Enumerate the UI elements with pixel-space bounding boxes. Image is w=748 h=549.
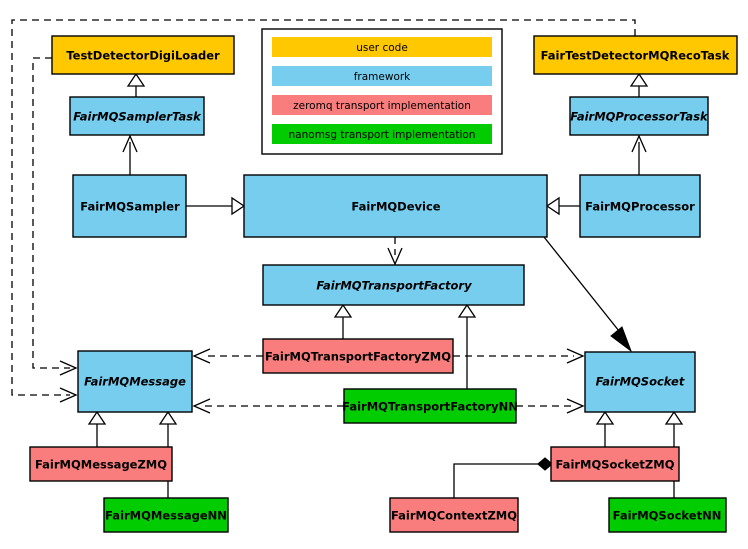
edge-messagezmq-to-message bbox=[87, 410, 107, 447]
edge-samplertask-to-digiloader bbox=[126, 72, 146, 97]
edge-sampler-to-samplertask bbox=[122, 134, 138, 175]
class-node-fairmqdevice[interactable]: FairMQDevice bbox=[243, 174, 548, 238]
legend-label-user-code: user code bbox=[356, 42, 408, 54]
class-label-fairmqsocketnn: FairMQSocketNN bbox=[613, 509, 722, 523]
class-node-fairmqsocketzmq[interactable]: FairMQSocketZMQ bbox=[550, 446, 680, 482]
class-node-fairmqprocessortask[interactable]: FairMQProcessorTask bbox=[569, 96, 709, 136]
edge-sampler-to-device bbox=[186, 196, 246, 216]
legend-label-zeromq: zeromq transport implementation bbox=[293, 100, 471, 112]
class-label-fairmqtransportfactory: FairMQTransportFactory bbox=[316, 279, 472, 293]
class-node-testdetectordigiloader[interactable]: TestDetectorDigiLoader bbox=[51, 35, 235, 75]
edge-socketzmq-to-socket bbox=[595, 410, 615, 447]
class-node-fairmqprocessor[interactable]: FairMQProcessor bbox=[579, 174, 701, 238]
class-node-fairtestdetectormqrecotask[interactable]: FairTestDetectorMQRecoTask bbox=[533, 35, 738, 75]
edge-digiloader-to-message bbox=[32, 57, 78, 376]
legend-item-framework: framework bbox=[272, 66, 492, 86]
legend: user code framework zeromq transport imp… bbox=[261, 28, 503, 155]
class-node-fairmqmessage[interactable]: FairMQMessage bbox=[77, 350, 193, 413]
legend-swatch-zeromq bbox=[272, 95, 492, 115]
edge-factorynn-to-message bbox=[192, 398, 344, 414]
class-label-fairmqsocket: FairMQSocket bbox=[596, 375, 685, 389]
class-label-fairmqsocketzmq: FairMQSocketZMQ bbox=[556, 458, 675, 472]
class-label-fairmqtransportfactorynn: FairMQTransportFactoryNN bbox=[342, 400, 518, 414]
class-label-fairmqtransportfactoryzmq: FairMQTransportFactoryZMQ bbox=[265, 350, 451, 364]
class-label-fairmqsamplertask: FairMQSamplerTask bbox=[73, 110, 202, 124]
class-label-fairmqmessagezmq: FairMQMessageZMQ bbox=[35, 458, 167, 472]
legend-item-zeromq: zeromq transport implementation bbox=[272, 95, 492, 115]
class-node-fairmqsampler[interactable]: FairMQSampler bbox=[72, 174, 187, 238]
edge-contextzmq-to-socketzmq bbox=[453, 457, 553, 498]
edge-factoryzmq-to-message bbox=[192, 348, 263, 364]
edge-layer bbox=[11, 19, 684, 498]
class-label-fairmqcontextzmq: FairMQContextZMQ bbox=[391, 509, 517, 523]
edge-device-to-transportfactory bbox=[387, 237, 403, 266]
legend-item-user-code: user code bbox=[272, 37, 492, 57]
class-node-fairmqtransportfactory[interactable]: FairMQTransportFactory bbox=[262, 264, 525, 306]
class-label-fairmqmessagenn: FairMQMessageNN bbox=[105, 509, 227, 523]
class-label-fairmqsampler: FairMQSampler bbox=[80, 200, 180, 214]
legend-label-framework: framework bbox=[354, 71, 411, 83]
edge-factorynn-to-factory bbox=[457, 303, 477, 389]
edge-processor-to-device bbox=[545, 196, 580, 216]
class-node-fairmqsamplertask[interactable]: FairMQSamplerTask bbox=[69, 96, 205, 136]
edge-processor-to-processortask bbox=[631, 134, 647, 175]
edge-factoryzmq-to-factory bbox=[333, 303, 353, 339]
class-node-fairmqtransportfactoryzmq[interactable]: FairMQTransportFactoryZMQ bbox=[262, 338, 454, 374]
class-node-fairmqcontextzmq[interactable]: FairMQContextZMQ bbox=[389, 497, 519, 533]
legend-swatch-user-code bbox=[272, 37, 492, 57]
edge-factoryzmq-to-socket bbox=[453, 348, 585, 364]
class-node-fairmqmessagenn[interactable]: FairMQMessageNN bbox=[103, 497, 229, 533]
class-node-fairmqtransportfactorynn[interactable]: FairMQTransportFactoryNN bbox=[342, 388, 518, 424]
class-label-fairmqdevice: FairMQDevice bbox=[351, 200, 440, 214]
legend-label-nanomsg: nanomsg transport implementation bbox=[289, 129, 476, 141]
class-node-fairmqsocket[interactable]: FairMQSocket bbox=[584, 351, 696, 413]
class-label-fairmqprocessor: FairMQProcessor bbox=[585, 200, 695, 214]
class-node-fairmqsocketnn[interactable]: FairMQSocketNN bbox=[608, 497, 727, 533]
legend-item-nanomsg: nanomsg transport implementation bbox=[272, 124, 492, 144]
edge-processortask-to-recotask bbox=[629, 72, 649, 97]
edge-recotask-to-message bbox=[11, 19, 636, 403]
class-label-testdetectordigiloader: TestDetectorDigiLoader bbox=[66, 49, 220, 63]
edge-device-to-socket bbox=[543, 236, 633, 353]
legend-swatch-framework bbox=[272, 66, 492, 86]
class-label-fairmqmessage: FairMQMessage bbox=[84, 375, 186, 389]
node-layer: TestDetectorDigiLoader FairTestDetectorM… bbox=[29, 35, 738, 533]
class-node-fairmqmessagezmq[interactable]: FairMQMessageZMQ bbox=[29, 446, 173, 482]
edge-factorynn-to-socket bbox=[516, 398, 585, 414]
legend-swatch-nanomsg bbox=[272, 124, 492, 144]
class-label-fairmqprocessortask: FairMQProcessorTask bbox=[570, 110, 709, 124]
class-label-fairtestdetectormqrecotask: FairTestDetectorMQRecoTask bbox=[541, 49, 730, 63]
